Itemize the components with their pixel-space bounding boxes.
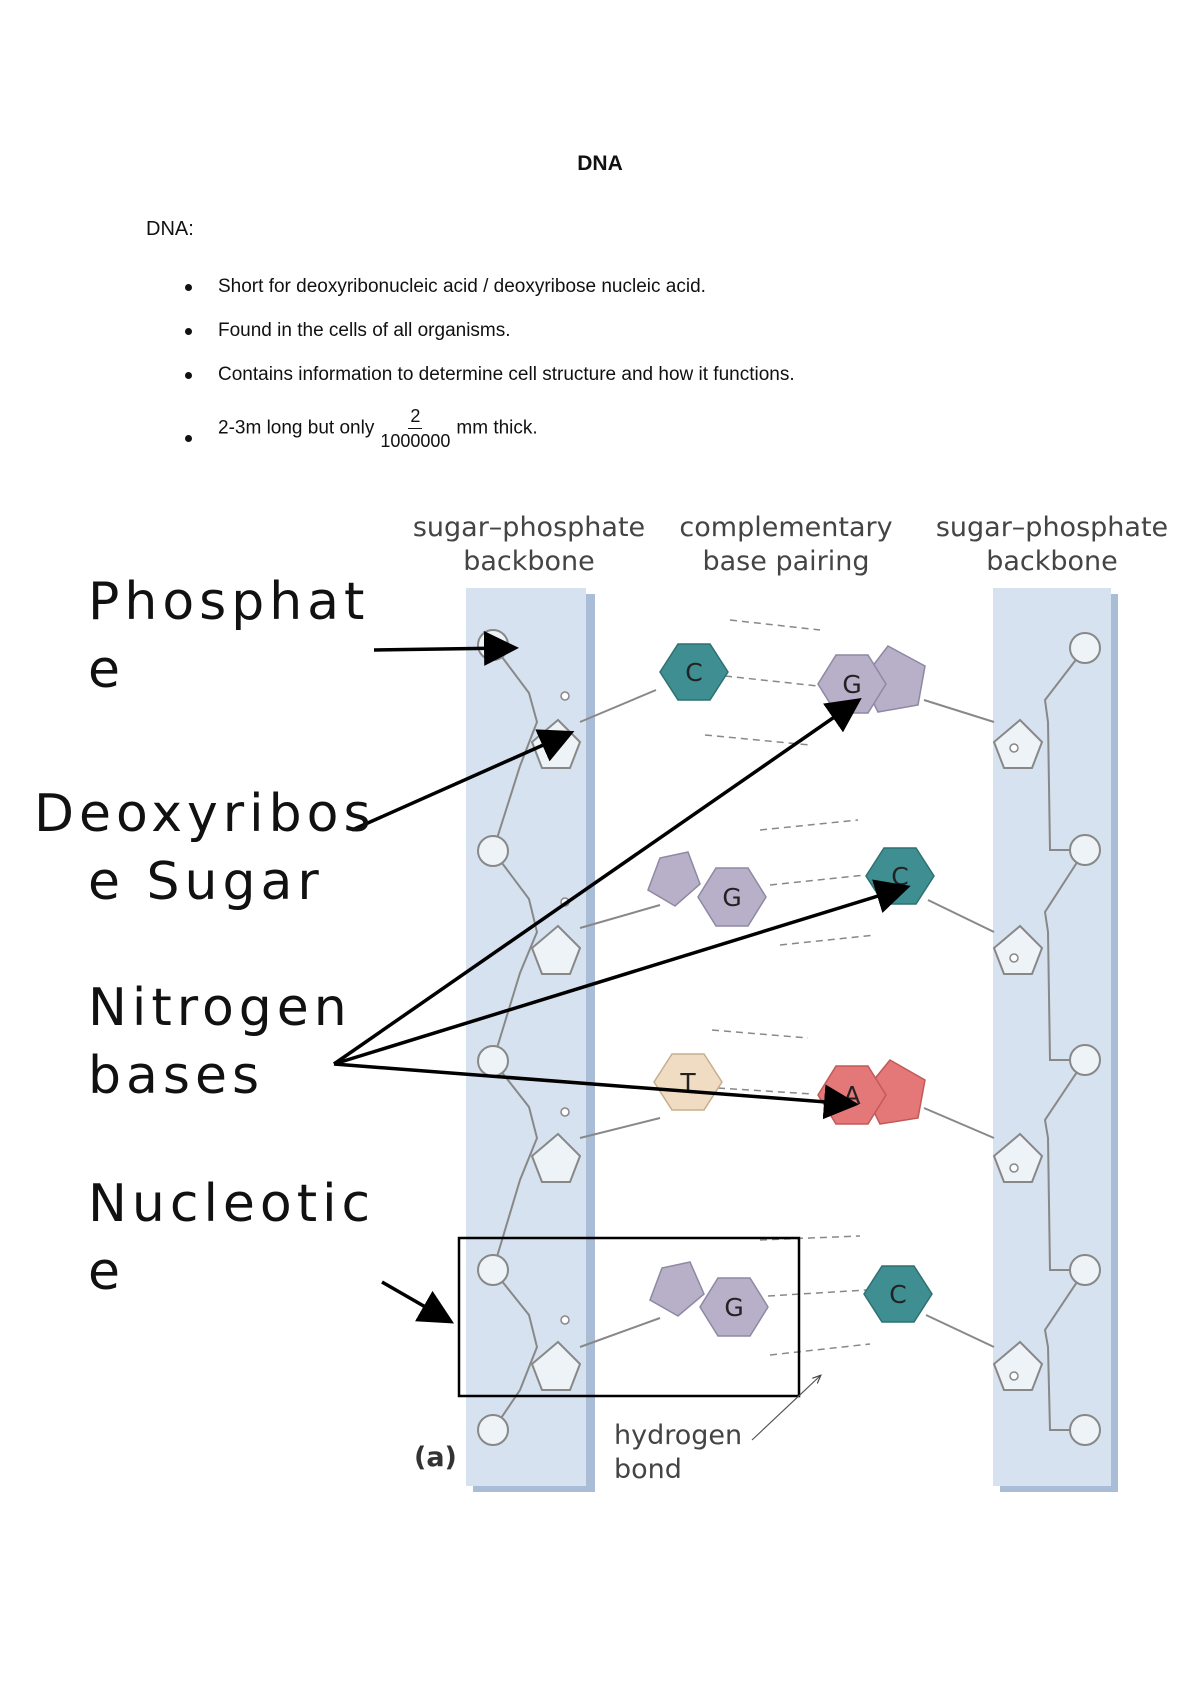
phosphate-circle [1069,1044,1101,1076]
nitrogen-arrow-a [333,1062,859,1120]
callout-nucleotide: Nucleotic e [88,1170,388,1306]
left-backbone-strand [491,644,539,1431]
sugar-pentagon [992,718,1044,769]
callout-deoxyribose-line2: e Sugar [88,852,324,912]
base-letter: G [722,883,741,912]
phosphate-circle [477,1254,509,1286]
phosphate-circle [1069,632,1101,664]
base-letter: T [679,1068,696,1097]
sugar-pentagon [530,718,582,769]
base-letter: C [889,1280,906,1309]
nitrogen-arrow-c [333,879,911,1066]
fraction-lead: 2-3m long but only [218,417,375,439]
phosphate-circle [477,629,509,661]
base-letter: G [842,670,861,699]
sugar-pentagon [992,924,1044,975]
cytosine-base [865,847,935,905]
header-right-line1: sugar–phosphate [936,512,1168,543]
callout-phosphate: Phosphat e [88,568,388,704]
nucleotide-arrow [381,1280,455,1324]
thymine-base [653,1053,723,1111]
right-backbone-strand [1043,647,1087,1431]
header-mid-line1: complementary [679,512,892,543]
fraction-denominator: 1000000 [380,431,451,451]
header-right-line2: backbone [986,546,1118,577]
bullet-item: Short for deoxyribonucleic acid / deoxyr… [182,272,795,316]
callout-nucleotide-line2: e [88,1242,125,1302]
guanine-pentagon [647,851,701,907]
phosphate-circle [1069,1254,1101,1286]
cytosine-base [863,1265,933,1323]
guanine-base [817,654,887,714]
sugar-pentagon [530,924,582,975]
sugar-pentagon [530,1132,582,1183]
bullet-list: Short for deoxyribonucleic acid / deoxyr… [182,272,795,466]
header-left-line2: backbone [463,546,595,577]
left-backbone-band [466,588,586,1486]
hydrogen-bond-label-line2: bond [614,1454,682,1485]
hydrogen-bond-pointer [751,1376,820,1441]
bullet-item: Contains information to determine cell s… [182,360,795,404]
panel-label: (a) [414,1442,457,1473]
header-mid-line2: base pairing [703,546,870,577]
nitrogen-arrow-g [333,698,862,1066]
base-letter: G [724,1293,743,1322]
base-letter: C [891,862,908,891]
section-label: DNA: [146,218,194,240]
fraction-tail: mm thick. [456,417,538,439]
page-title: DNA [577,152,623,175]
nucleotide-box [457,1236,801,1398]
callout-deoxyribose: Deoxyribos e Sugar [34,780,388,916]
callout-deoxyribose-line1: Deoxyribos [34,784,376,844]
bullet-item: Found in the cells of all organisms. [182,316,795,360]
header-left-line1: sugar–phosphate [413,512,645,543]
hydrogen-bond-label-line1: hydrogen [614,1420,742,1451]
callout-phosphate-line2: e [88,640,125,700]
right-backbone-band-shadow [1000,594,1118,1492]
phosphate-circle [477,835,509,867]
guanine-base [697,867,767,927]
callout-nitrogen-bases: Nitrogen bases [88,974,388,1110]
sugar-pentagon [530,1340,582,1391]
callout-nitrogen-line1: Nitrogen [88,978,352,1038]
phosphate-circle [477,1414,509,1446]
base-letter: C [685,658,702,687]
guanine-pentagon [861,645,926,713]
phosphate-arrow [373,630,519,666]
guanine-pentagon [649,1261,705,1317]
phosphate-circle [1069,834,1101,866]
phosphate-circle [1069,1414,1101,1446]
sugar-pentagon [992,1340,1044,1391]
fraction-numerator: 2 [408,404,423,429]
phosphate-circle [477,1045,509,1077]
callout-nitrogen-line2: bases [88,1046,265,1106]
guanine-base [699,1277,769,1337]
adenine-pentagon [863,1059,926,1125]
callout-phosphate-line1: Phosphat [88,572,370,632]
callout-nucleotide-line1: Nucleotic [88,1174,376,1234]
right-backbone-band [993,588,1111,1486]
cytosine-base [659,643,729,701]
base-letter: A [843,1081,860,1110]
adenine-base [817,1065,887,1125]
left-backbone-band-shadow [473,594,595,1492]
sugar-pentagon [992,1132,1044,1183]
